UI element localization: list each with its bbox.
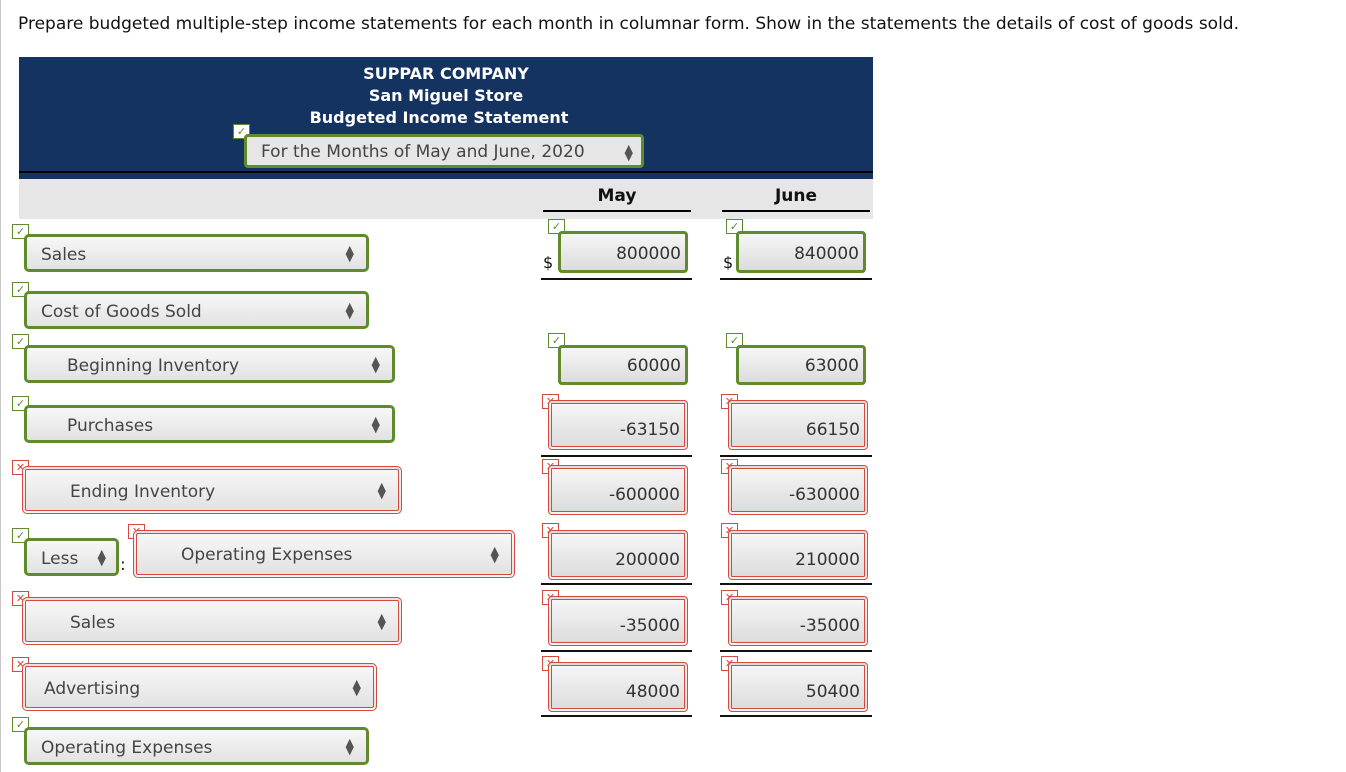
may-opex-underline (541, 583, 692, 585)
updown-icon: ▲▼ (352, 677, 361, 698)
june-advertising-underline (720, 715, 872, 717)
input-value: 63000 (804, 356, 859, 376)
company-name: SUPPAR COMPANY (363, 64, 529, 83)
input-value: 60000 (626, 356, 681, 376)
updown-icon: ▲▼ (345, 243, 354, 264)
beg-inv-label: Beginning Inventory (67, 356, 240, 376)
instruction-text: Prepare budgeted multiple-step income st… (18, 14, 1239, 34)
advertising-label: Advertising (44, 679, 141, 699)
col-june: June (774, 186, 818, 206)
sales-account-select[interactable]: Sales ▲▼ (24, 234, 369, 272)
statement-title: Budgeted Income Statement (309, 108, 569, 127)
opex-heading-label: Operating Expenses (181, 545, 353, 565)
col-may-rule (543, 210, 691, 212)
updown-icon: ▲▼ (371, 414, 380, 435)
col-june-rule (722, 210, 870, 212)
left-border (0, 0, 1, 772)
updown-icon: ▲▼ (345, 300, 354, 321)
updown-icon: ▲▼ (97, 547, 106, 568)
june-sales-check-icon: ✓ (726, 219, 743, 234)
opex-total-account-select[interactable]: Operating Expenses ▲▼ (24, 727, 369, 765)
may-purchases-underline (541, 455, 692, 457)
may-opex-input[interactable]: 200000 (548, 530, 688, 580)
purchases-label: Purchases (67, 416, 154, 436)
june-purchases-underline (720, 455, 872, 457)
advertising-account-select[interactable]: Advertising ▲▼ (22, 663, 377, 711)
updown-icon: ▲▼ (345, 736, 354, 757)
updown-icon: ▲▼ (377, 480, 386, 501)
may-sales2-underline (541, 650, 692, 652)
less-colon: : (120, 555, 126, 575)
june-sales2-input[interactable]: -35000 (728, 596, 868, 646)
may-advertising-input[interactable]: 48000 (548, 662, 688, 712)
column-header-bar: May June (19, 179, 873, 219)
purchases-account-select[interactable]: Purchases ▲▼ (24, 405, 395, 443)
june-beg-inv-check-icon: ✓ (726, 333, 743, 348)
sales2-account-select[interactable]: Sales ▲▼ (22, 597, 402, 645)
input-value: 840000 (794, 244, 859, 264)
may-dollar-sign: $ (543, 253, 554, 272)
end-inv-label: Ending Inventory (70, 482, 216, 502)
may-purchases-input[interactable]: -63150 (548, 400, 688, 450)
period-select[interactable]: For the Months of May and June, 2020 ▲▼ (244, 134, 644, 168)
end-inv-account-select[interactable]: Ending Inventory ▲▼ (22, 466, 402, 514)
june-sales2-underline (720, 650, 872, 652)
less-label: Less (41, 549, 79, 569)
period-value: For the Months of May and June, 2020 (261, 142, 585, 162)
input-value: 210000 (795, 550, 860, 570)
may-beg-inv-check-icon: ✓ (548, 333, 565, 348)
june-purchases-input[interactable]: 66150 (728, 400, 868, 450)
opex-total-label: Operating Expenses (41, 738, 213, 758)
may-advertising-underline (541, 715, 692, 717)
may-sales-underline (541, 278, 692, 280)
updown-icon: ▲▼ (371, 354, 380, 375)
cogs-label: Cost of Goods Sold (41, 302, 202, 322)
store-name: San Miguel Store (368, 86, 524, 105)
input-value: 800000 (616, 244, 681, 264)
may-sales-input[interactable]: 800000 (558, 231, 688, 273)
june-advertising-input[interactable]: 50400 (728, 662, 868, 712)
beg-inv-account-select[interactable]: Beginning Inventory ▲▼ (24, 345, 395, 383)
less-select[interactable]: Less ▲▼ (24, 538, 119, 576)
june-dollar-sign: $ (723, 253, 734, 272)
june-opex-underline (720, 583, 872, 585)
input-value: 66150 (805, 420, 860, 440)
updown-icon: ▲▼ (490, 544, 499, 565)
may-sales2-input[interactable]: -35000 (548, 596, 688, 646)
cogs-account-select[interactable]: Cost of Goods Sold ▲▼ (24, 291, 369, 329)
updown-icon: ▲▼ (624, 142, 633, 163)
sales2-label: Sales (70, 613, 116, 633)
may-sales-check-icon: ✓ (548, 219, 565, 234)
opex-heading-select[interactable]: Operating Expenses ▲▼ (133, 530, 515, 578)
updown-icon: ▲▼ (377, 611, 386, 632)
input-value: -63150 (619, 420, 680, 440)
input-value: -35000 (619, 616, 680, 636)
june-end-inv-input[interactable]: -630000 (728, 465, 868, 515)
may-beg-inv-input[interactable]: 60000 (558, 345, 688, 385)
input-value: 200000 (615, 550, 680, 570)
sales-label: Sales (41, 245, 87, 265)
june-beg-inv-input[interactable]: 63000 (736, 345, 866, 385)
input-value: 48000 (625, 682, 680, 702)
header-rule (19, 171, 873, 173)
june-sales-input[interactable]: 840000 (736, 231, 866, 273)
input-value: 50400 (805, 682, 860, 702)
input-value: -35000 (799, 616, 860, 636)
june-opex-input[interactable]: 210000 (728, 530, 868, 580)
col-may: May (597, 186, 637, 206)
may-end-inv-input[interactable]: -600000 (548, 465, 688, 515)
input-value: -600000 (608, 485, 680, 505)
june-sales-underline (720, 278, 872, 280)
input-value: -630000 (788, 485, 860, 505)
